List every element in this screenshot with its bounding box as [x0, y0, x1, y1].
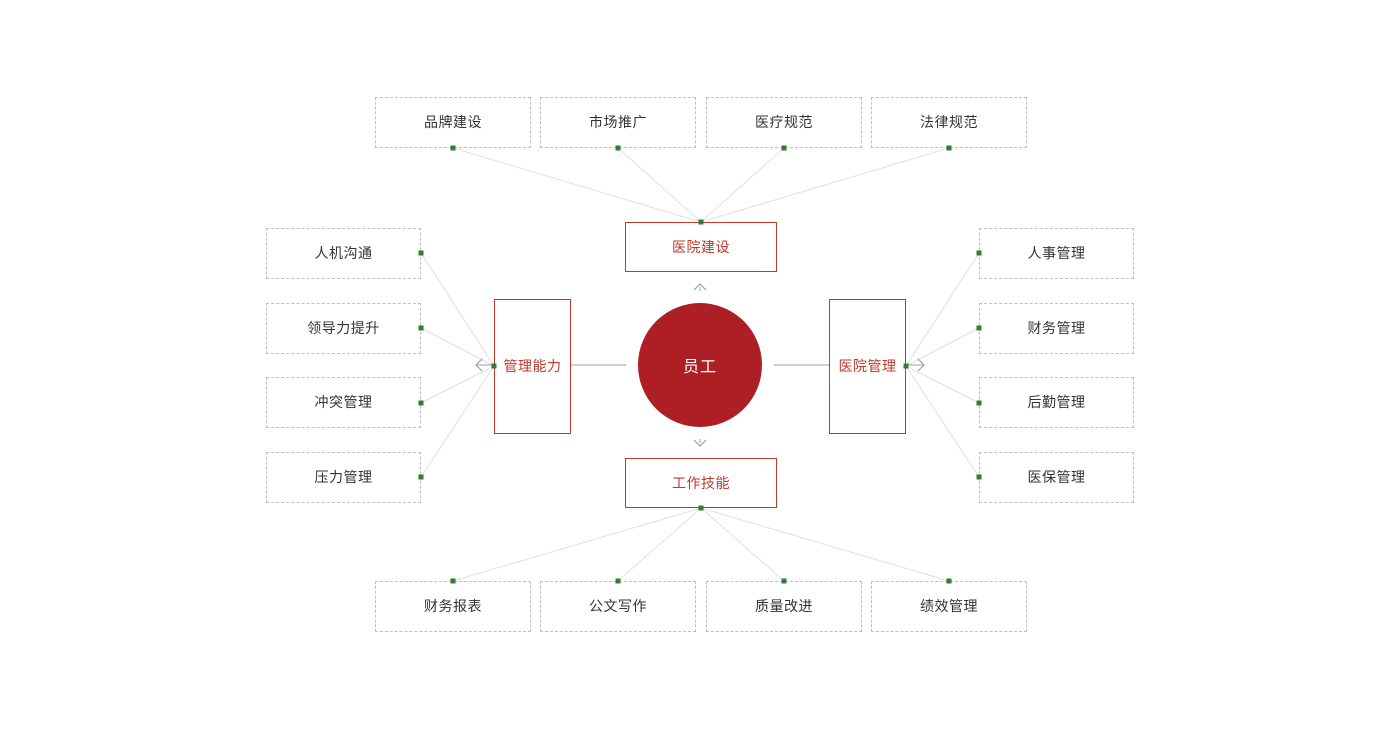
connector-dot [615, 578, 621, 584]
center-node-label: 员工 [682, 359, 717, 376]
connector-dot [976, 325, 982, 331]
leaf-node-法律规范[interactable]: 法律规范 [871, 97, 1027, 148]
leaf-node-人机沟通[interactable]: 人机沟通 [266, 228, 421, 279]
leaf-node-医疗规范[interactable]: 医疗规范 [706, 97, 862, 148]
edge-line [617, 147, 702, 223]
connector-dot [976, 250, 982, 256]
edge-line [905, 252, 980, 367]
leaf-node-领导力提升-label: 领导力提升 [307, 320, 380, 337]
branch-node-work-skills[interactable]: 工作技能 [625, 458, 777, 508]
leaf-node-冲突管理-label: 冲突管理 [314, 394, 373, 411]
leaf-node-财务报表[interactable]: 财务报表 [375, 581, 531, 632]
branch-node-hospital-construction[interactable]: 医院建设 [625, 222, 777, 272]
edge-line [700, 147, 950, 223]
connector-dot [450, 145, 456, 151]
leaf-node-绩效管理[interactable]: 绩效管理 [871, 581, 1027, 632]
leaf-node-领导力提升[interactable]: 领导力提升 [266, 303, 421, 354]
arrow-head-icon [917, 358, 925, 372]
connector-dot [946, 578, 952, 584]
branch-node-hospital-construction-label: 医院建设 [672, 238, 730, 255]
edge-line [420, 252, 495, 367]
edge-line [452, 147, 702, 223]
arrow-head-icon [693, 283, 707, 291]
leaf-node-市场推广[interactable]: 市场推广 [540, 97, 696, 148]
connector-dot [946, 145, 952, 151]
leaf-node-财务管理-label: 财务管理 [1027, 320, 1086, 337]
edge-line [905, 365, 980, 404]
connector-dot [781, 578, 787, 584]
connector-dot [903, 363, 909, 369]
leaf-node-绩效管理-label: 绩效管理 [920, 598, 978, 615]
connector-dot [781, 145, 787, 151]
edge-line [700, 507, 950, 582]
connector-dot [418, 325, 424, 331]
edge-line [420, 365, 495, 404]
leaf-node-医保管理[interactable]: 医保管理 [979, 452, 1134, 503]
connector-dot [976, 474, 982, 480]
center-node-employee[interactable]: 员工 [638, 303, 762, 427]
leaf-node-人事管理-label: 人事管理 [1027, 245, 1086, 262]
leaf-node-法律规范-label: 法律规范 [920, 114, 978, 131]
connector-dot [615, 145, 621, 151]
leaf-node-医保管理-label: 医保管理 [1027, 469, 1086, 486]
connector-dot [698, 505, 704, 511]
connector-dot [418, 250, 424, 256]
edge-line [700, 147, 785, 223]
leaf-node-压力管理-label: 压力管理 [314, 469, 373, 486]
leaf-node-人事管理[interactable]: 人事管理 [979, 228, 1134, 279]
branch-node-hospital-management-label: 医院管理 [838, 358, 897, 375]
branch-node-management-ability-label: 管理能力 [503, 358, 562, 375]
leaf-node-品牌建设[interactable]: 品牌建设 [375, 97, 531, 148]
branch-node-work-skills-label: 工作技能 [672, 474, 730, 491]
edge-line [420, 327, 495, 367]
leaf-node-品牌建设-label: 品牌建设 [424, 114, 482, 131]
leaf-node-公文写作[interactable]: 公文写作 [540, 581, 696, 632]
edge-line [452, 507, 702, 582]
leaf-node-财务报表-label: 财务报表 [424, 598, 482, 615]
connector-dot [491, 363, 497, 369]
leaf-node-后勤管理[interactable]: 后勤管理 [979, 377, 1134, 428]
connector-dot [450, 578, 456, 584]
edge-line [905, 327, 980, 367]
leaf-node-后勤管理-label: 后勤管理 [1027, 394, 1086, 411]
edge-line [420, 365, 495, 478]
branch-node-hospital-management[interactable]: 医院管理 [829, 299, 906, 434]
edge-line [905, 365, 980, 478]
leaf-node-公文写作-label: 公文写作 [589, 598, 647, 615]
connector-dot [698, 219, 704, 225]
leaf-node-质量改进-label: 质量改进 [755, 598, 813, 615]
edge-line [700, 507, 785, 582]
leaf-node-质量改进[interactable]: 质量改进 [706, 581, 862, 632]
connector-dot [418, 474, 424, 480]
connector-dot [976, 400, 982, 406]
arrow-head-icon [475, 358, 483, 372]
branch-node-management-ability[interactable]: 管理能力 [494, 299, 571, 434]
arrow-head-icon [693, 439, 707, 447]
leaf-node-市场推广-label: 市场推广 [589, 114, 647, 131]
leaf-node-冲突管理[interactable]: 冲突管理 [266, 377, 421, 428]
leaf-node-财务管理[interactable]: 财务管理 [979, 303, 1134, 354]
leaf-node-医疗规范-label: 医疗规范 [755, 114, 813, 131]
connector-dot [418, 400, 424, 406]
leaf-node-压力管理[interactable]: 压力管理 [266, 452, 421, 503]
leaf-node-人机沟通-label: 人机沟通 [314, 245, 373, 262]
edge-line [617, 507, 702, 582]
